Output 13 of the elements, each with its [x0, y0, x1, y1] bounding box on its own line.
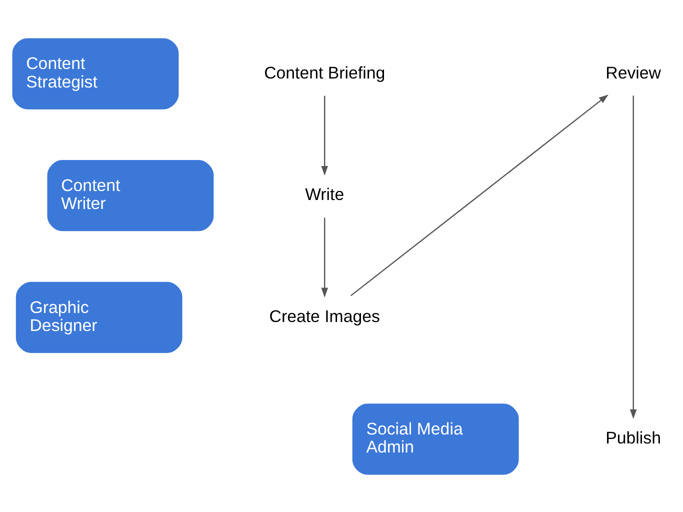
node-box: Content Writer [47, 160, 214, 231]
node-text: Content Briefing [264, 62, 386, 82]
node-text: Create Images [269, 306, 380, 326]
node-text: Publish [606, 428, 662, 448]
node-box: Content Strategist [12, 38, 179, 109]
arrow [321, 217, 328, 297]
arrow [321, 95, 328, 176]
node-text: Review [606, 62, 662, 82]
node-box: Graphic Designer [16, 281, 182, 352]
arrow [350, 94, 608, 296]
node-text: Write [305, 184, 344, 204]
node-box: Social Media Admin [352, 403, 519, 474]
arrow [630, 95, 637, 419]
